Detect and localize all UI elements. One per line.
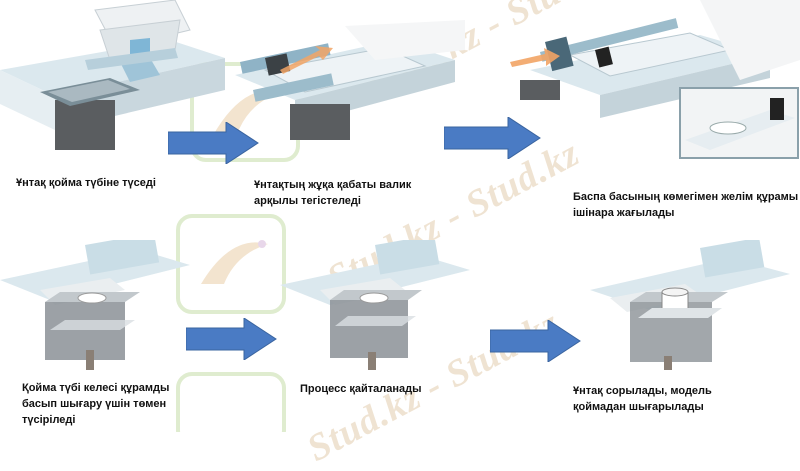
caption-line: арқылы тегістеледі [254, 195, 361, 207]
caption-line: Баспа басының көмегімен желім құрамы [573, 191, 799, 203]
arrow-step1-to-step2 [168, 122, 259, 164]
arrow-step2-to-step3 [444, 117, 541, 159]
caption-line: ішінара жағылады [573, 207, 675, 219]
step5-caption: Процесс қайталанады [300, 381, 422, 397]
step1-caption: Ұнтақ қойма түбіне түседі [16, 175, 156, 191]
arrow-step5-to-step6 [490, 320, 581, 362]
step6-illustration [590, 240, 790, 370]
step1-illustration [0, 0, 225, 150]
caption-line: қоймадан шығарылады [573, 401, 704, 413]
step2-caption: Ұнтақтың жұқа қабаты валик арқылы тегіст… [254, 177, 411, 209]
step4-illustration [0, 240, 190, 370]
step5-illustration [280, 240, 470, 370]
step6-caption: Ұнтақ сорылады, модель қоймадан шығарыла… [573, 383, 712, 415]
caption-line: Ұнтақ қойма түбіне түседі [16, 177, 156, 189]
caption-line: Процесс қайталанады [300, 383, 422, 395]
step2-illustration [235, 20, 465, 140]
watermark-logo-bottom [176, 372, 286, 432]
caption-line: Қойма түбі келесі құрамды [22, 382, 170, 394]
step3-caption: Баспа басының көмегімен желім құрамы іші… [573, 189, 798, 221]
step3-illustration [510, 0, 800, 159]
caption-line: басып шығару үшін төмен [22, 398, 167, 410]
caption-line: Ұнтақтың жұқа қабаты валик [254, 179, 412, 191]
caption-line: түсіріледі [22, 414, 76, 426]
caption-line: Ұнтақ сорылады, модель [573, 385, 712, 397]
step4-caption: Қойма түбі келесі құрамды басып шығару ү… [22, 380, 169, 428]
arrow-step4-to-step5 [186, 318, 277, 360]
